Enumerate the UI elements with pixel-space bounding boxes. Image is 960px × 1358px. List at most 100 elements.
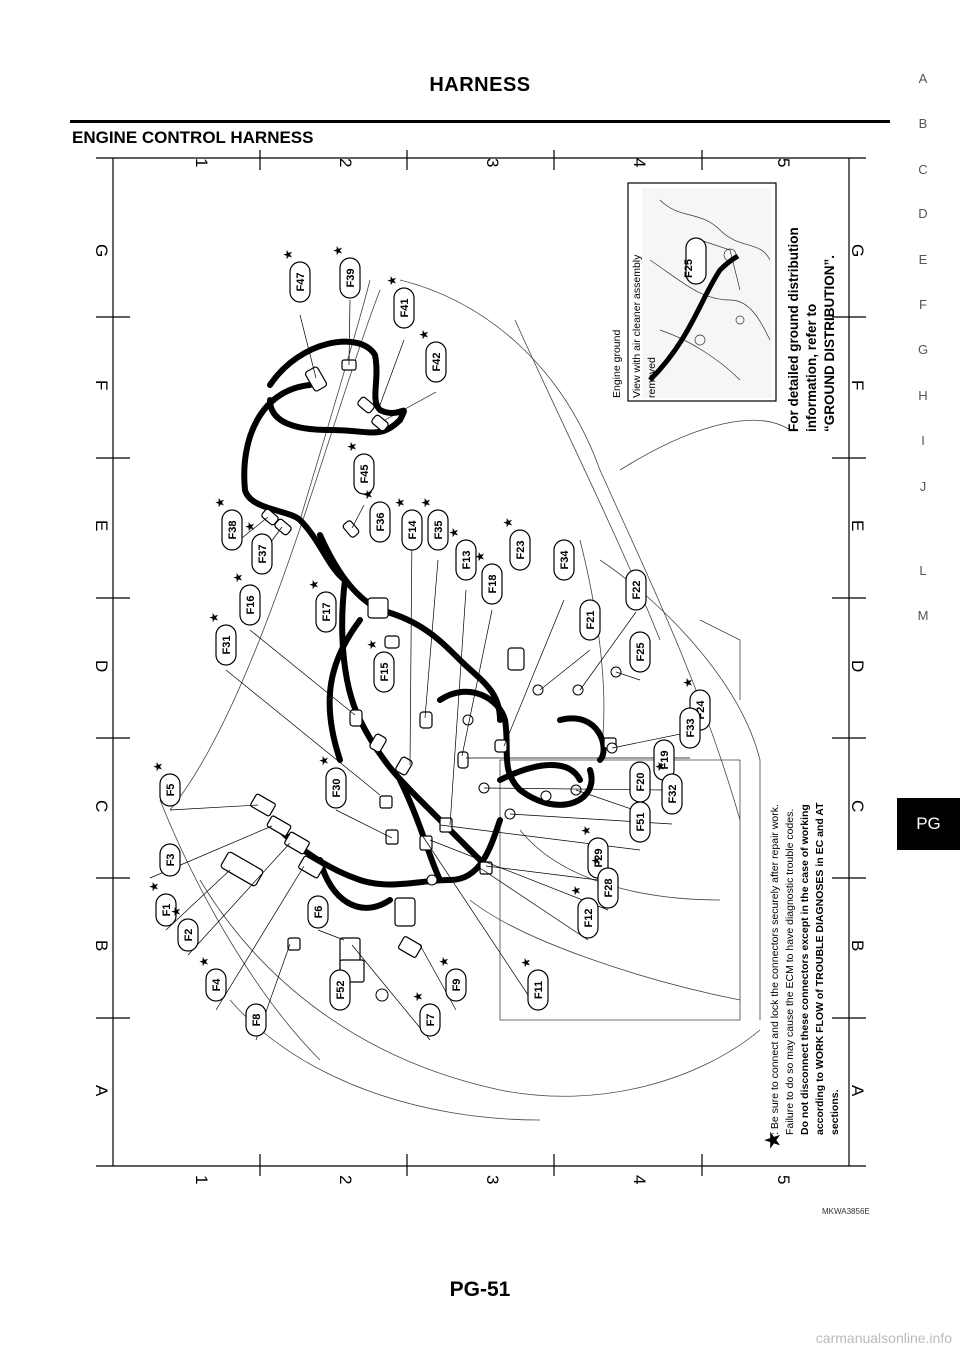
grid-labels: 1 2 3 4 5 1 2 3 4 5 G F E D C B A G F E …	[92, 158, 867, 1184]
side-tab-label: PG	[916, 814, 941, 833]
grid-num-top-5: 5	[774, 158, 793, 167]
connector-f18: F18★	[473, 551, 503, 605]
side-index-a[interactable]: A	[918, 71, 928, 86]
inset-captions: Engine ground View with air cleaner asse…	[611, 254, 658, 398]
side-index-m[interactable]: M	[917, 608, 929, 623]
bottom-notes: ★ : Be sure to connect and lock the conn…	[760, 802, 841, 1150]
star-icon: ★	[317, 755, 331, 766]
note-star-icon: ★	[760, 1130, 785, 1150]
grid-letter-right-c: C	[848, 800, 867, 812]
grid-letter-left-b: B	[92, 940, 111, 951]
side-index-b[interactable]: B	[918, 116, 928, 131]
connector-label: F23	[515, 541, 527, 560]
side-index-h[interactable]: H	[918, 388, 928, 403]
side-index-e[interactable]: E	[918, 252, 928, 267]
star-icon: ★	[147, 881, 161, 892]
connector-label: F30	[331, 779, 343, 798]
connector-f6: F6	[307, 895, 329, 929]
side-index-f[interactable]: F	[919, 297, 927, 312]
grid-letter-left-f: F	[92, 380, 111, 390]
side-index-j[interactable]: J	[919, 479, 927, 494]
connector-label: F28	[603, 879, 615, 898]
star-icon: ★	[681, 677, 695, 688]
star-icon: ★	[437, 956, 451, 967]
connector-f16: F16★	[231, 572, 261, 626]
grid-frame	[96, 150, 866, 1176]
section-title: ENGINE CONTROL HARNESS	[72, 128, 314, 147]
connector-f51: F51	[629, 801, 651, 843]
grid-letter-right-f: F	[848, 380, 867, 390]
inset-caption-2: removed	[646, 357, 658, 398]
connector-f4: F4★	[197, 956, 227, 1002]
grid-num-bottom-5: 5	[774, 1175, 793, 1184]
connector-label: F19	[659, 751, 671, 770]
side-index-c[interactable]: C	[918, 162, 928, 177]
grid-letter-right-d: D	[848, 660, 867, 672]
connector-f17: F17★	[307, 579, 337, 633]
star-icon: ★	[281, 249, 295, 260]
connector-label: F32	[667, 785, 679, 804]
connector-f7: F7★	[411, 991, 441, 1037]
side-index-l[interactable]: L	[919, 563, 927, 578]
grid-num-bottom-2: 2	[336, 1175, 355, 1184]
star-icon: ★	[393, 497, 407, 508]
star-icon: ★	[307, 579, 321, 590]
grid-letter-right-e: E	[848, 520, 867, 531]
connector-label: F45	[359, 465, 371, 484]
connector-label: F15	[379, 663, 391, 682]
connector-label: F29	[593, 849, 605, 868]
connector-f9: F9★	[437, 956, 467, 1002]
connector-f35: F35★	[419, 497, 449, 551]
connector-f39: F39★	[331, 245, 361, 299]
grid-letter-left-d: D	[92, 660, 111, 672]
connector-f5: F5★	[151, 761, 181, 807]
connector-label: F21	[585, 611, 597, 630]
connector-f25: F25	[629, 631, 651, 673]
connector-label: F31	[221, 636, 233, 655]
connector-f33: F33	[679, 707, 701, 749]
connector-label: F36	[375, 513, 387, 532]
connector-label: F6	[313, 906, 325, 919]
star-icon: ★	[197, 956, 211, 967]
connector-label: F16	[245, 596, 257, 615]
note-line-4: according to WORK FLOW of TROUBLE DIAGNO…	[814, 802, 826, 1135]
grid-num-top-3: 3	[483, 158, 502, 167]
connector-label: F25	[635, 643, 647, 662]
connector-f2: F2★	[169, 906, 199, 952]
star-icon: ★	[243, 521, 257, 532]
connector-label: F42	[431, 353, 443, 372]
side-index-i[interactable]: I	[921, 433, 925, 448]
connector-f36: F36★	[361, 489, 391, 543]
connector-label: F2	[183, 929, 195, 942]
harness-wires	[241, 338, 607, 911]
connector-f1: F1★	[147, 881, 177, 927]
connector-label: F35	[433, 521, 445, 540]
connector-label: F41	[399, 299, 411, 318]
note-line-3: Do not disconnect these connectors excep…	[799, 804, 811, 1135]
grid-letter-left-e: E	[92, 520, 111, 531]
star-icon: ★	[501, 517, 515, 528]
connector-label: F3	[165, 854, 177, 867]
inset-title: Engine ground	[611, 330, 623, 398]
grid-num-bottom-1: 1	[192, 1175, 211, 1184]
connector-f22: F22	[625, 569, 647, 611]
side-index-d[interactable]: D	[918, 206, 928, 221]
connector-label: F12	[583, 909, 595, 928]
grid-num-bottom-3: 3	[483, 1175, 502, 1184]
connector-labels: F47★F39★F41★F42★F45★F38★F37★F36★F14★F35★…	[147, 245, 711, 1037]
connector-label: F5	[165, 784, 177, 797]
side-index-g[interactable]: G	[917, 342, 929, 357]
grid-letter-left-g: G	[92, 244, 111, 257]
connector-f38: F38★	[213, 497, 243, 551]
side-tab-active[interactable]: PG	[897, 798, 960, 850]
inset-note-1: For detailed ground distribution	[786, 227, 801, 432]
grid-letter-left-c: C	[92, 800, 111, 812]
star-icon: ★	[569, 885, 583, 896]
connector-f8: F8	[245, 1003, 267, 1037]
inset-note-3: “GROUND DISTRIBUTION”.	[822, 255, 837, 432]
connector-f20: F20	[629, 761, 651, 803]
connector-f47: F47★	[281, 249, 311, 303]
connector-label: F7	[425, 1014, 437, 1027]
connector-f13: F13★	[447, 527, 477, 581]
grid-num-top-1: 1	[192, 158, 211, 167]
